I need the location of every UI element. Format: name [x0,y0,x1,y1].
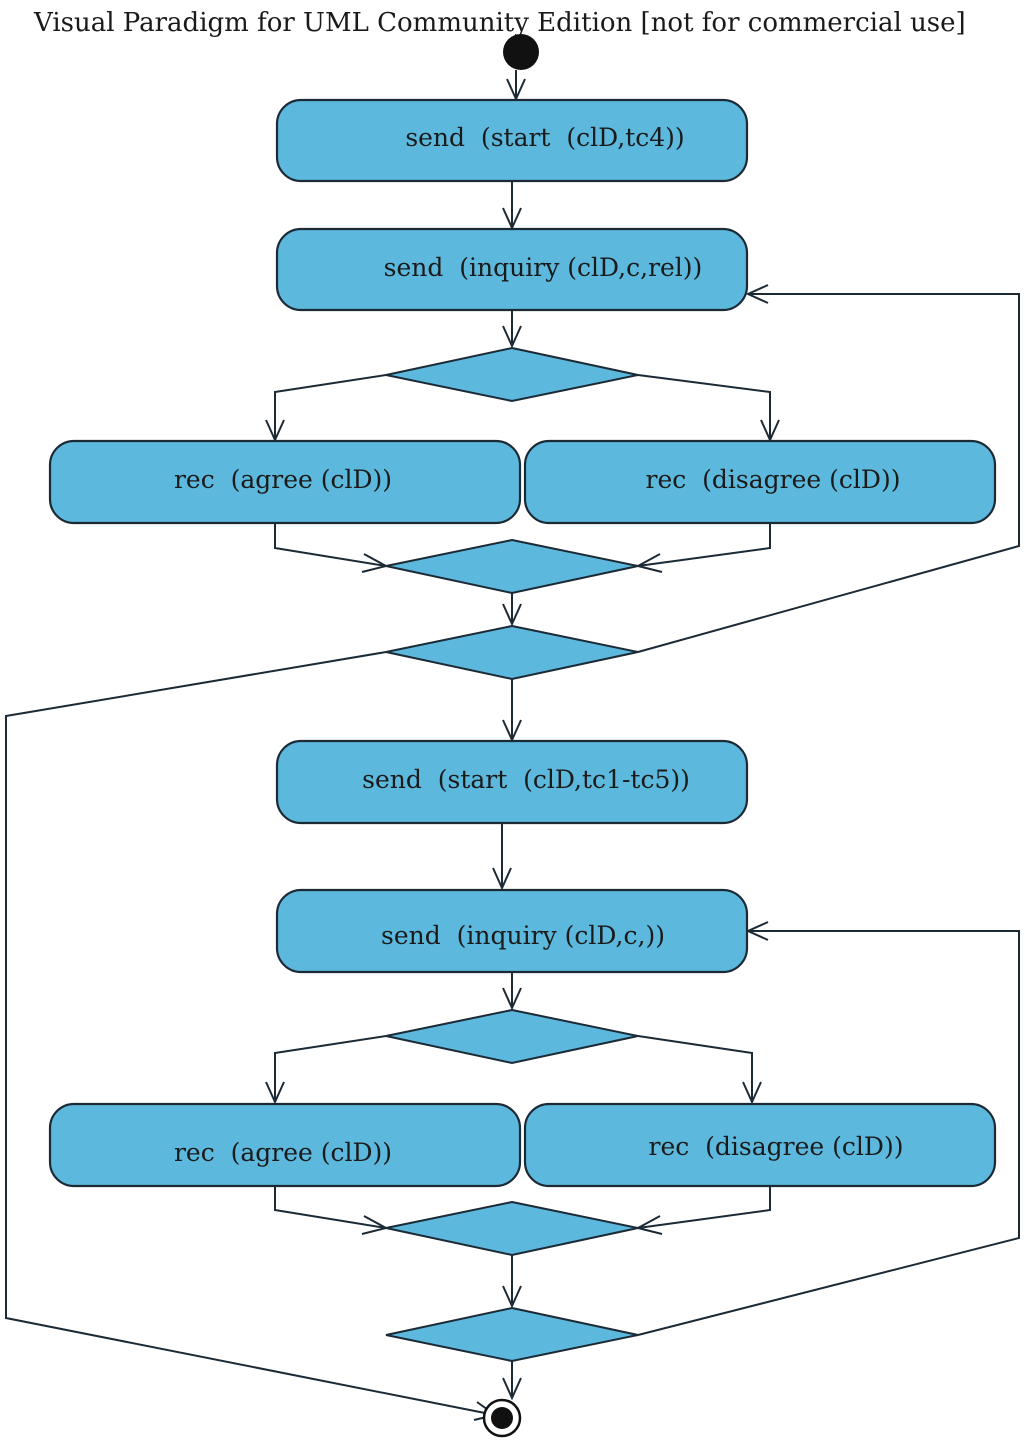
edge-loop-decision1-to-inquiry1 [637,293,1020,653]
edge-disagree2-to-merge2 [637,1186,771,1229]
edge-loop-decision1-to-final [5,651,496,1416]
arrowhead [745,284,769,304]
edge-decision1-to-disagree1 [637,374,771,440]
activity-label: rec (disagree (clD)) [646,465,901,494]
arrowhead [502,325,522,349]
activity-label: rec (disagree (clD)) [649,1132,904,1161]
activity-label: send (inquiry (clD,c,)) [381,921,665,950]
arrowhead [492,867,512,891]
arrowhead [742,1081,762,1105]
edge-disagree1-to-merge1 [637,523,771,567]
merge-node-2 [385,1200,639,1257]
arrowhead [502,603,522,627]
arrowhead [502,987,522,1011]
loop-decision-node-1 [385,624,639,681]
activity-rec-agree-1: rec (agree (clD)) [48,439,522,525]
edge-loop-decision2-to-inquiry2 [637,930,1020,1336]
decision-node-2 [385,1008,639,1065]
arrowhead [265,1081,285,1105]
edge-decision2-to-agree2 [274,1035,387,1102]
activity-label: rec (agree (clD)) [174,1138,392,1167]
arrowhead [502,1285,522,1309]
activity-send-start-1: send (start (clD,tc4)) [275,98,749,183]
merge-node-1 [385,538,639,595]
edge-agree1-to-merge1 [274,523,387,567]
activity-send-start-2: send (start (clD,tc1-tc5)) [275,739,749,825]
activity-rec-disagree-1: rec (disagree (clD)) [523,439,997,525]
edge-agree2-to-merge2 [274,1186,387,1229]
activity-rec-disagree-2: rec (disagree (clD)) [523,1102,997,1188]
activity-label: send (start (clD,tc4)) [405,123,684,152]
edge-decision2-to-disagree2 [637,1035,753,1102]
edges [5,70,1020,1416]
arrowhead [502,1377,522,1401]
activity-label: send (start (clD,tc1-tc5)) [362,765,690,794]
edge-decision1-to-agree1 [274,374,387,440]
activity-label: rec (agree (clD)) [174,465,392,494]
activity-send-inquiry-2: send (inquiry (clD,c,)) [275,888,749,974]
loop-decision-node-2 [385,1306,639,1363]
activity-rec-agree-2: rec (agree (clD)) [48,1102,522,1188]
decision-node-1 [385,346,639,403]
activity-label: send (inquiry (clD,c,rel)) [384,253,703,282]
initial-node [503,34,539,70]
final-node [482,1398,522,1438]
watermark-text: Visual Paradigm for UML Community Editio… [33,8,966,38]
activity-send-inquiry-1: send (inquiry (clD,c,rel)) [275,227,749,312]
